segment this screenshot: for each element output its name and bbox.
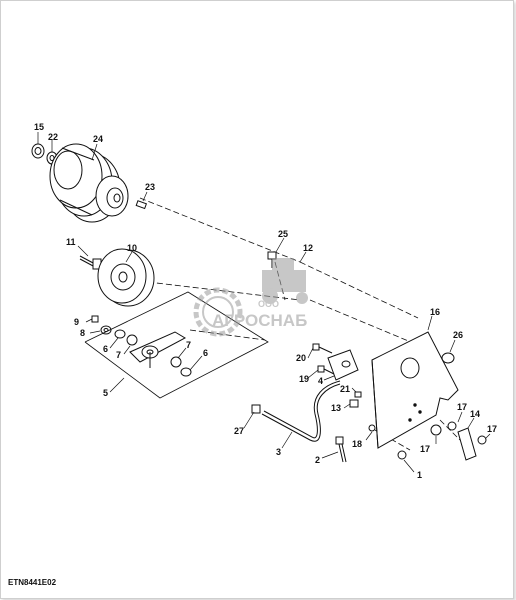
part-14-bracket <box>457 427 477 461</box>
part-1-nut <box>397 450 407 460</box>
label-7: 7 <box>116 350 121 360</box>
label-9: 9 <box>74 317 79 327</box>
part-16-bracket <box>371 331 459 449</box>
label-4: 4 <box>318 376 323 386</box>
label-17a: 17 <box>457 402 467 412</box>
leader-lines <box>37 132 491 473</box>
part-4-switch-plate <box>327 349 359 381</box>
label-15: 15 <box>34 122 44 132</box>
reference-code: ETN8441E02 <box>8 578 57 587</box>
label-20: 20 <box>296 353 306 363</box>
part-17-nuts <box>430 421 487 445</box>
label-10: 10 <box>127 243 137 253</box>
label-16: 16 <box>430 307 440 317</box>
part-8-washer <box>100 325 112 335</box>
label-14: 14 <box>470 409 480 419</box>
callout-labels: 15 22 24 23 11 10 25 12 9 8 6 7 7 6 5 16… <box>34 122 497 480</box>
label-1: 1 <box>417 470 422 480</box>
part-21-clip <box>354 391 362 398</box>
label-21: 21 <box>340 384 350 394</box>
part-13-bracket <box>349 399 359 408</box>
part-9-nut <box>91 315 99 323</box>
label-13: 13 <box>331 403 341 413</box>
part-24-pulley <box>49 143 129 223</box>
label-25: 25 <box>278 229 288 239</box>
part-11-bolt <box>79 255 102 270</box>
label-8: 8 <box>80 328 85 338</box>
label-12: 12 <box>303 243 313 253</box>
part-27-fitting <box>251 404 261 414</box>
part-10-pulley <box>97 248 155 307</box>
label-11: 11 <box>66 237 76 247</box>
label-23: 23 <box>145 182 155 192</box>
part-3-cable <box>261 380 341 442</box>
watermark: ООО АГРОСНАБ <box>193 258 308 337</box>
label-3: 3 <box>276 447 281 457</box>
part-26-nut <box>441 352 455 364</box>
label-22: 22 <box>48 132 58 142</box>
watermark-main-text: АГРОСНАБ <box>212 311 307 330</box>
watermark-top-text: ООО <box>258 299 279 309</box>
label-7b: 7 <box>186 340 191 350</box>
part-18-washer <box>368 424 376 432</box>
label-18: 18 <box>352 439 362 449</box>
label-2: 2 <box>315 455 320 465</box>
part-15-nut <box>31 143 45 159</box>
part-5-idler-assembly <box>84 291 269 399</box>
part-20-bolt <box>312 343 333 354</box>
label-17b: 17 <box>487 424 497 434</box>
gear-icon <box>193 287 243 337</box>
part-19-bolt <box>317 365 335 375</box>
part-23-key <box>135 200 148 210</box>
part-2-bolt <box>335 436 347 463</box>
label-19: 19 <box>299 374 309 384</box>
label-5: 5 <box>103 388 108 398</box>
label-17c: 17 <box>420 444 430 454</box>
label-27: 27 <box>234 426 244 436</box>
label-24: 24 <box>93 134 103 144</box>
label-26: 26 <box>453 330 463 340</box>
label-6: 6 <box>103 344 108 354</box>
label-6b: 6 <box>203 348 208 358</box>
tractor-icon <box>262 258 308 304</box>
